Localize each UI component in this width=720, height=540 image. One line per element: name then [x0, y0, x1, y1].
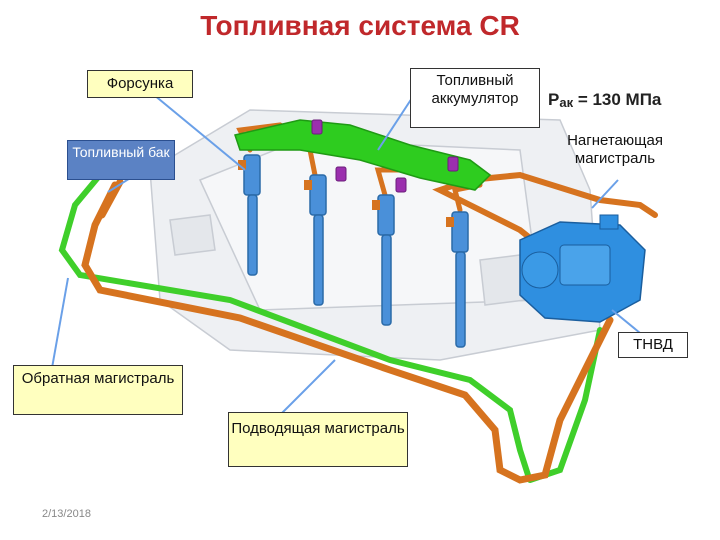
injector-label: Форсунка: [87, 70, 193, 98]
hp-pump-label: ТНВД: [618, 332, 688, 358]
supply-line-label-text: Подводящая магистраль: [231, 420, 405, 437]
supply-line-label: Подводящая магистраль: [228, 412, 408, 467]
hp-pump: [519, 214, 646, 323]
discharge-line-label-text: Нагнетающая магистраль: [567, 132, 663, 167]
injector-3: [372, 194, 395, 326]
injector-2: [304, 174, 327, 306]
fuel-rail: [234, 119, 492, 191]
return-line-label: Обратная магистраль: [13, 365, 183, 415]
pressure-value: = 130 МПа: [573, 90, 662, 109]
return-line-pipe: [58, 172, 531, 478]
pressure-subscript: ак: [559, 95, 574, 110]
hp-pump-label-text: ТНВД: [633, 336, 673, 353]
injector-4: [446, 211, 469, 348]
fuel-tank-label-text: Топливный бак: [72, 144, 170, 160]
page-title: Топливная система CR: [200, 10, 520, 41]
accumulator-label-text: Топливный аккумулятор: [431, 72, 519, 107]
slide-date: 2/13/2018: [42, 508, 91, 520]
injectors: [238, 154, 469, 348]
injector-label-text: Форсунка: [106, 75, 174, 92]
return-line-label-text: Обратная магистраль: [21, 370, 175, 387]
supply-line-pipe: [81, 181, 614, 484]
rail-fittings: [311, 119, 459, 193]
accumulator-label: Топливный аккумулятор: [410, 68, 540, 128]
callout-pointers: [51, 89, 641, 416]
discharge-line-label: Нагнетающая магистраль: [555, 132, 675, 172]
pressure-symbol: P: [548, 90, 560, 109]
fuel-tank-label: Топливный бак: [67, 140, 175, 180]
injector-1: [238, 154, 261, 276]
accumulator-pressure: Pак = 130 МПа: [548, 90, 661, 110]
